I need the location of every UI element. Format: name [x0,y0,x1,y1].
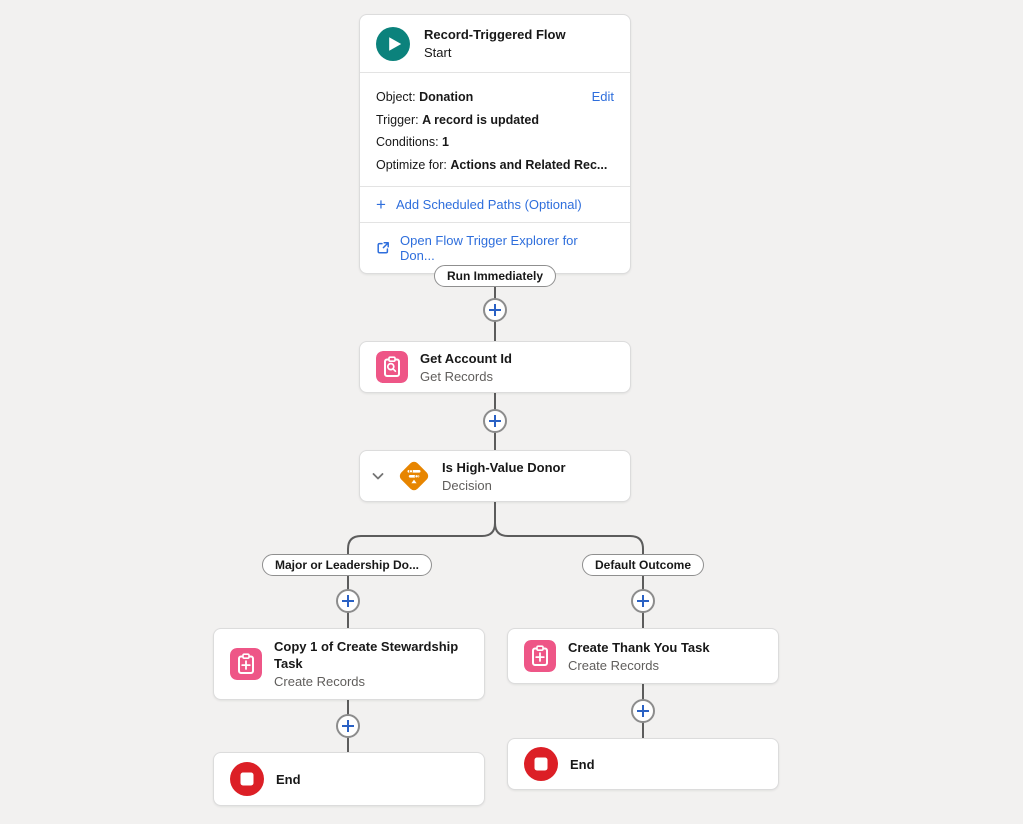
flow-trigger-explorer-link[interactable]: Open Flow Trigger Explorer for Don... [360,222,630,273]
record-lookup-icon [376,351,408,383]
add-scheduled-paths-link[interactable]: + Add Scheduled Paths (Optional) [360,187,630,222]
add-element-button[interactable] [483,298,507,322]
decision-diamond-icon [394,456,434,496]
decision-node-card[interactable]: Is High-Value Donor Decision [359,450,631,502]
node-subtitle: Get Records [420,368,493,384]
node-title: Get Account Id [420,350,512,366]
node-title: Is High-Value Donor [442,459,566,475]
detail-value: Donation [419,90,474,104]
node-subtitle: Decision [442,477,492,493]
start-node-title: Record-Triggered Flow [424,27,566,42]
add-element-button[interactable] [631,589,655,613]
end-node-card[interactable]: End [507,738,779,790]
detail-value: 1 [442,135,449,149]
detail-row-trigger: Trigger: A record is updated [376,109,614,132]
record-create-icon [230,648,262,680]
end-icon [230,762,264,796]
detail-label: Object: [376,90,416,104]
detail-row-object: Object: Donation Edit [376,86,614,109]
node-title: Create Thank You Task [568,639,710,655]
plus-icon: + [376,194,386,214]
end-node-card[interactable]: End [213,752,485,806]
end-icon [524,747,558,781]
start-node-card[interactable]: Record-Triggered Flow Start Object: Dona… [359,14,631,274]
add-element-button[interactable] [631,699,655,723]
flow-trigger-explorer-label: Open Flow Trigger Explorer for Don... [400,233,578,263]
create-records-node-card[interactable]: Copy 1 of Create Stewardship Task Create… [213,628,485,700]
chevron-down-icon[interactable] [370,468,386,484]
add-element-button[interactable] [336,714,360,738]
detail-label: Optimize for: [376,157,447,172]
add-scheduled-paths-label: Add Scheduled Paths (Optional) [395,197,582,212]
node-title: End [570,756,595,772]
play-icon [376,26,410,61]
get-records-node-card[interactable]: Get Account Id Get Records [359,341,631,393]
detail-label: Conditions: [376,135,439,149]
branch-label-right: Default Outcome [581,554,705,576]
add-element-button[interactable] [336,589,360,613]
node-subtitle: Create Records [274,674,366,689]
node-title: Copy 1 of Create Stewardship Task [274,639,459,671]
detail-row-conditions: Conditions: 1 [376,131,614,154]
node-title: End [276,771,301,787]
node-subtitle: Create Records [568,657,660,673]
add-element-button[interactable] [483,409,507,433]
start-node-header: Record-Triggered Flow Start [360,15,630,73]
detail-value: A record is updated [422,112,540,127]
external-link-icon [376,241,390,255]
detail-label: Trigger: [376,112,419,127]
start-node-subtitle: Start [424,45,452,60]
branch-label-left: Major or Leadership Do... [261,554,433,576]
create-records-node-card[interactable]: Create Thank You Task Create Records [507,628,779,684]
detail-row-optimize: Optimize for: Actions and Related Rec... [376,154,614,177]
start-node-details: Object: Donation Edit Trigger: A record … [360,73,630,187]
run-immediately-pill: Run Immediately [433,265,557,287]
edit-link[interactable]: Edit [591,89,614,104]
detail-value: Actions and Related Rec... [450,157,608,172]
record-create-icon [524,640,556,672]
